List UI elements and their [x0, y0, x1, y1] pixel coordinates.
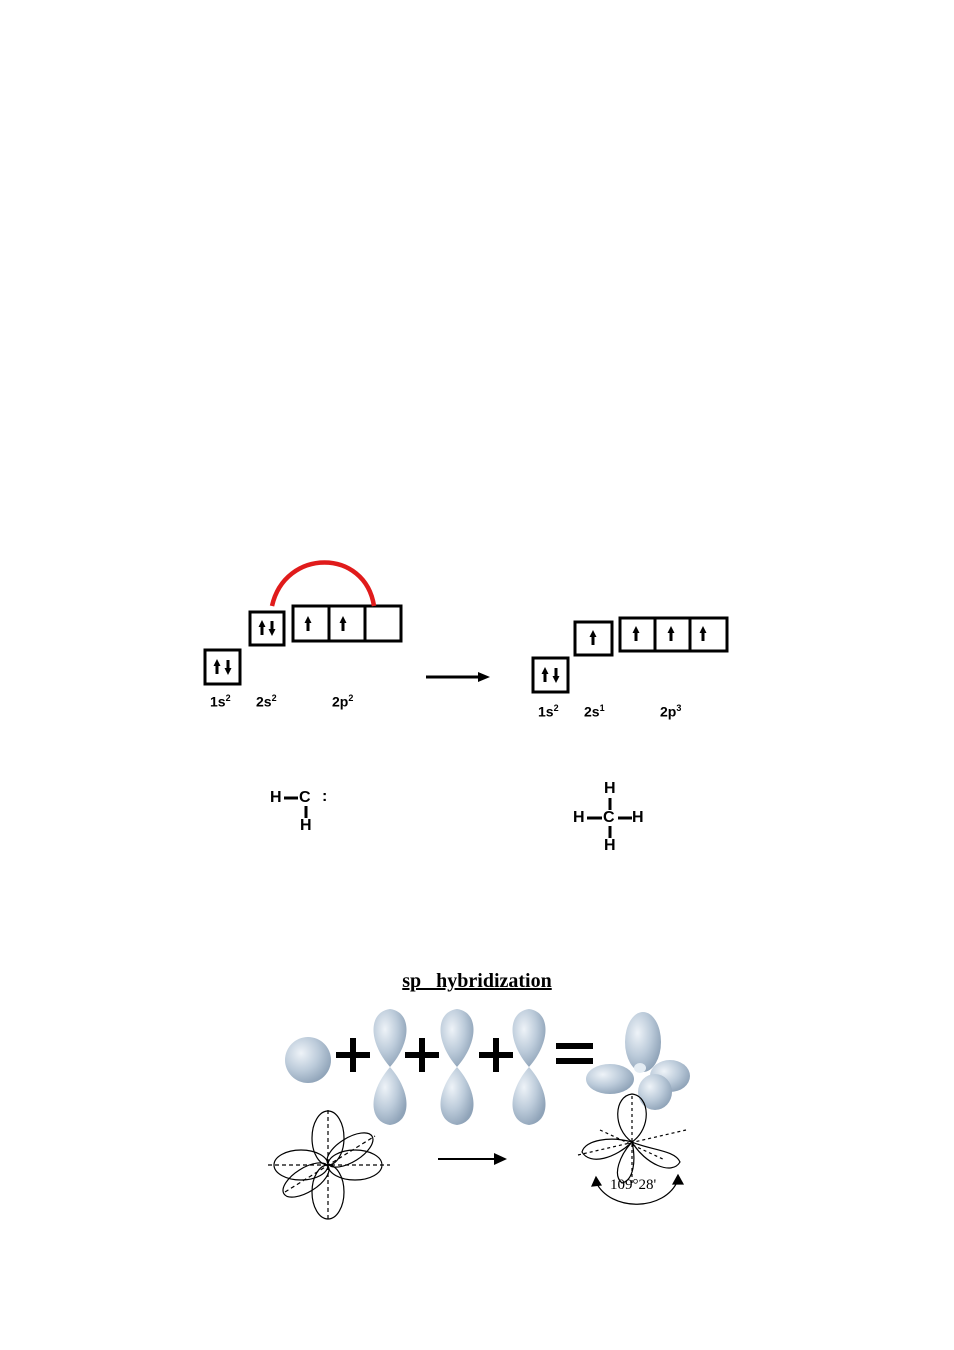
before-configuration [203, 560, 403, 686]
label-2s-after-base: 2s [584, 703, 600, 720]
p-orbital-1 [373, 1009, 407, 1125]
label-1s-before-sup: 2 [225, 693, 231, 703]
orbital-box-2p [291, 604, 403, 643]
orbital-box-2s-after [573, 620, 614, 657]
label-2s-before-sup: 2 [271, 693, 277, 703]
hybridization-arrow [438, 1153, 507, 1165]
ch2-h-left: H [270, 789, 282, 806]
after-configuration [531, 616, 729, 694]
ch2-lone-pair: : [322, 788, 328, 805]
label-2p-before-base: 2p [332, 693, 349, 710]
label-1s-after-base: 1s [538, 703, 554, 720]
label-2s-before: 2s2 [256, 693, 277, 710]
s-orbital [285, 1037, 331, 1083]
label-1s-after: 1s2 [538, 703, 559, 720]
p-orbital-3 [512, 1009, 546, 1125]
label-2s-after-sup: 1 [599, 703, 605, 713]
p-orbital-2 [440, 1009, 474, 1125]
label-2p-before-sup: 2 [348, 693, 354, 703]
ch4-h-bottom: H [604, 837, 616, 854]
label-2s-before-base: 2s [256, 693, 272, 710]
orbital-box-1s [203, 648, 242, 686]
ch4-carbon: C [603, 809, 615, 826]
label-2s-after: 2s1 [584, 703, 605, 720]
unhybridized-orbitals-drawing [268, 1110, 390, 1220]
orbital-box-1s-after [531, 656, 570, 694]
ch2-carbon: C [299, 789, 311, 806]
reaction-arrow [426, 672, 490, 682]
orbital-box-2p-after [618, 616, 729, 653]
label-2p-after: 2p3 [660, 703, 681, 720]
label-2p-after-sup: 3 [676, 703, 682, 713]
plus-sign-2 [405, 1038, 439, 1072]
ch4-structure-bonds [587, 798, 632, 838]
hybrid-orbital [586, 1012, 690, 1110]
equals-sign [556, 1043, 593, 1064]
promotion-arc [269, 560, 377, 607]
hybridization-title: sp hybridization [402, 970, 552, 992]
plus-sign-3 [479, 1038, 513, 1072]
label-1s-after-sup: 2 [553, 703, 559, 713]
label-1s-before-base: 1s [210, 693, 226, 710]
sp3-orbitals-drawing [577, 1093, 687, 1205]
orbital-box-2s [248, 610, 286, 647]
ch4-h-top: H [604, 780, 616, 797]
ch2-h-bottom: H [300, 817, 312, 834]
label-1s-before: 1s2 [210, 693, 231, 710]
ch2-structure-bonds [284, 796, 308, 818]
bond-angle-label: 109°28' [610, 1177, 657, 1193]
plus-sign-1 [336, 1038, 370, 1072]
ch4-h-left: H [573, 809, 585, 826]
label-2p-after-base: 2p [660, 703, 677, 720]
label-2p-before: 2p2 [332, 693, 353, 710]
ch4-h-right: H [632, 809, 644, 826]
